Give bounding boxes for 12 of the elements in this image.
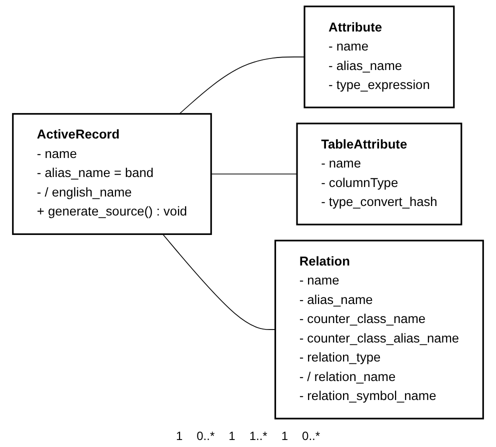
multiplicity-label: 0..* bbox=[196, 429, 215, 443]
connector bbox=[162, 234, 276, 330]
multiplicity-label: 1..* bbox=[249, 429, 268, 443]
node-box: TableAttribute - name - columnType - type_convert_hash bbox=[296, 122, 462, 226]
multiplicity-label: 1 bbox=[176, 429, 183, 443]
connector bbox=[178, 56, 305, 114]
node-box: Attribute - name - alias_name - type_expression bbox=[304, 6, 455, 108]
multiplicity-label: 1 bbox=[228, 429, 236, 443]
multiplicity-label: 0..* bbox=[302, 429, 320, 443]
node-box: Relation - name - alias_name - counter_class_name - counter_class_alias_name - relation_type - / relation_name - relation_symbol_name bbox=[274, 240, 484, 420]
multiplicity-label: 1 bbox=[281, 429, 288, 443]
node-box: ActiveRecord - name - alias_name = band - / english_name + generate_source() : void bbox=[12, 113, 212, 235]
